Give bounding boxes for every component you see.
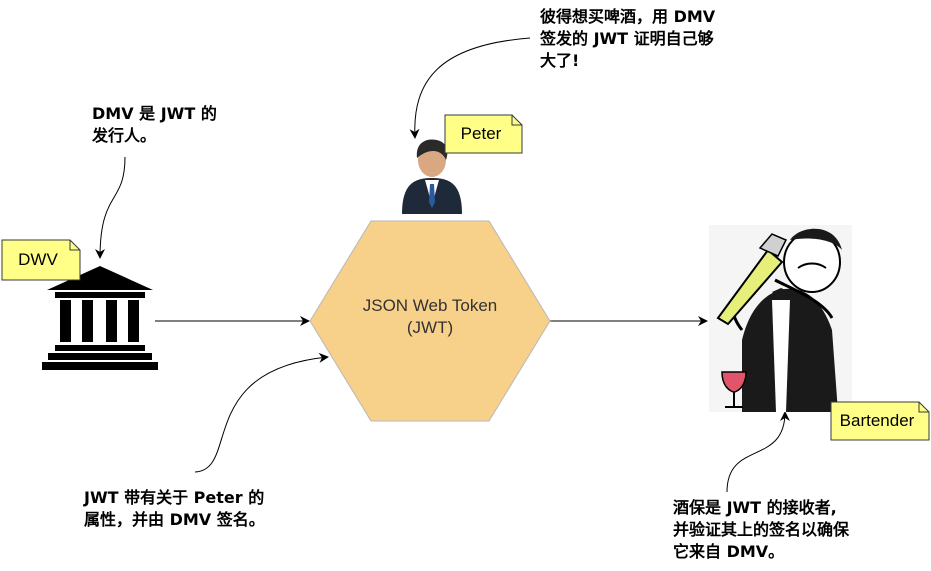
jwt-hexagon[interactable] <box>309 220 551 422</box>
jwt-note-line2: 属性，并由 DMV 签名。 <box>84 510 265 529</box>
dmv-tag: DWV <box>18 250 58 269</box>
dmv-note-line2: 发行人。 <box>92 126 157 145</box>
jwt-note: JWT 带有关于 Peter 的 属性，并由 DMV 签名。 <box>84 487 265 531</box>
jwt-label-line1: JSON Web Token <box>362 296 498 315</box>
bartender-note-line1: 酒保是 JWT 的接收者, <box>673 498 837 517</box>
businessman-icon <box>402 139 462 214</box>
dmv-note-line1: DMV 是 JWT 的 <box>92 104 217 123</box>
dmv-note: DMV 是 JWT 的 发行人。 <box>92 103 217 147</box>
jwt-label-line2: (JWT) <box>406 318 454 337</box>
bartender-tag: Bartender <box>839 411 915 430</box>
peter-tag-shape <box>444 114 523 154</box>
dmv-callout-arrow <box>95 156 126 259</box>
bartender-note-line2: 并验证其上的签名以确保 <box>673 520 850 539</box>
peter-note-line2: 签发的 JWT 证明自己够 <box>540 29 714 48</box>
dmv-tag-shape <box>1 239 81 281</box>
bartender-tag-shape <box>830 401 930 441</box>
peter-callout-arrow <box>409 37 531 139</box>
jwt-callout-arrow <box>194 352 329 473</box>
peter-note: 彼得想买啤酒，用 DMV 签发的 JWT 证明自己够 大了! <box>540 6 715 72</box>
peter-note-line3: 大了! <box>540 51 580 70</box>
bartender-note: 酒保是 JWT 的接收者, 并验证其上的签名以确保 它来自 DMV。 <box>673 497 849 563</box>
bank-building-icon <box>42 266 158 370</box>
bartender-illustration-icon <box>709 225 852 412</box>
peter-tag: Peter <box>460 124 502 143</box>
bartender-callout-arrow <box>726 411 790 493</box>
bartender-note-line3: 它来自 DMV。 <box>673 542 785 561</box>
jwt-hexagon-label: JSON Web Token (JWT) <box>310 295 550 339</box>
jwt-note-line1: JWT 带有关于 Peter 的 <box>84 488 265 507</box>
peter-note-line1: 彼得想买啤酒，用 DMV <box>540 7 716 26</box>
